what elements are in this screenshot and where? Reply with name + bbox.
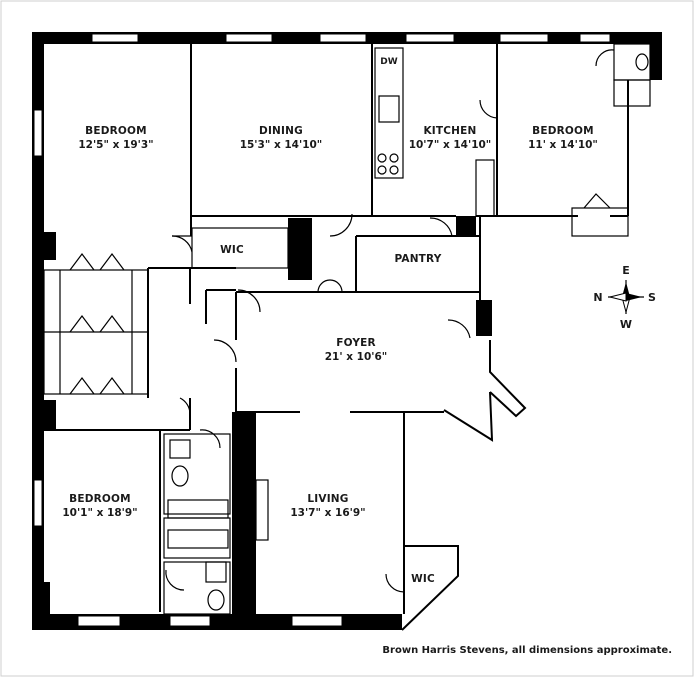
top-windows	[91, 33, 611, 43]
compass-e-label: E	[622, 264, 630, 277]
compass-w-label: W	[620, 318, 632, 331]
room-dims-foyer: 21' x 10'6"	[325, 351, 388, 363]
room-label-pantry: PANTRY	[394, 253, 441, 265]
compass-s-label: S	[648, 291, 656, 304]
footer-credit: Brown Harris Stevens, all dimensions app…	[382, 645, 672, 656]
room-label-living: LIVING	[307, 493, 348, 505]
room-label-wic-bottom: WIC	[411, 573, 435, 585]
room-label-wic-top: WIC	[220, 244, 244, 256]
room-dims-kitchen: 10'7" x 14'10"	[409, 139, 492, 151]
room-dims-bedroom-nw: 12'5" x 19'3"	[78, 139, 153, 151]
room-dims-bedroom-ne: 11' x 14'10"	[528, 139, 598, 151]
left-windows	[33, 109, 43, 527]
compass-n-label: N	[593, 291, 602, 304]
room-dims-bedroom-sw: 10'1" x 18'9"	[62, 507, 137, 519]
interior-walls	[43, 43, 651, 631]
room-dims-living: 13'7" x 16'9"	[290, 507, 365, 519]
bottom-windows	[77, 615, 343, 627]
dishwasher-label: DW	[380, 57, 397, 67]
compass-icon	[608, 280, 644, 314]
room-label-bedroom-nw: BEDROOM	[85, 125, 147, 137]
room-label-bedroom-ne: BEDROOM	[532, 125, 594, 137]
room-label-dining: DINING	[259, 125, 303, 137]
room-label-bedroom-sw: BEDROOM	[69, 493, 131, 505]
room-label-foyer: FOYER	[336, 337, 376, 349]
outer-walls	[32, 32, 662, 630]
door-swings	[69, 49, 615, 593]
room-label-kitchen: KITCHEN	[423, 125, 476, 137]
fixtures	[169, 53, 649, 611]
room-dims-dining: 15'3" x 14'10"	[240, 139, 323, 151]
